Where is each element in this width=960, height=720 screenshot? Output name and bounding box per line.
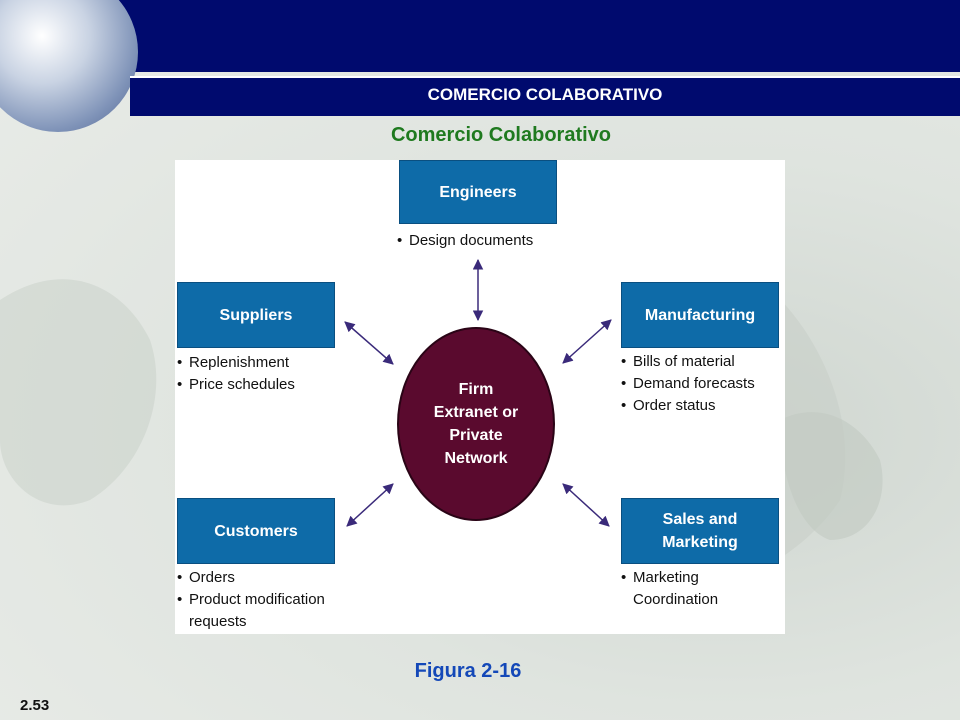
manufacturing-items: Bills of material Demand forecasts Order… — [621, 351, 755, 417]
manufacturing-item: Demand forecasts — [621, 373, 755, 395]
banner-title: COMERCIO COLABORATIVO — [427, 85, 663, 104]
customers-item: Orders — [177, 567, 367, 589]
sales-marketing-box: Sales and Marketing — [621, 498, 779, 564]
suppliers-items: Replenishment Price schedules — [177, 352, 295, 396]
figure-caption: Figura 2-16 — [414, 660, 522, 682]
customers-box: Customers — [177, 498, 335, 564]
engineers-box: Engineers — [399, 160, 557, 224]
customers-item: Product modification requests — [177, 589, 367, 633]
title-banner: COMERCIO COLABORATIVO — [130, 76, 960, 116]
arrow-sales — [562, 483, 610, 527]
firm-extranet-node: Firm Extranet or Private Network — [397, 327, 555, 521]
slide-number: 2.53 — [20, 697, 50, 714]
manufacturing-item: Order status — [621, 395, 755, 417]
manufacturing-box: Manufacturing — [621, 282, 779, 348]
firm-extranet-label: Firm Extranet or Private Network — [433, 381, 519, 467]
engineers-item: Design documents — [397, 230, 533, 252]
suppliers-box: Suppliers — [177, 282, 335, 348]
arrow-manufacturing — [562, 319, 612, 364]
arrow-suppliers — [344, 321, 394, 365]
manufacturing-item: Bills of material — [621, 351, 755, 373]
suppliers-item: Replenishment — [177, 352, 295, 374]
slide-title: Comercio Colaborativo — [390, 124, 612, 146]
sales-marketing-item: Marketing Coordination — [621, 567, 751, 611]
top-banner — [0, 0, 960, 72]
connector-arrows — [344, 258, 612, 527]
customers-items: Orders Product modification requests — [177, 567, 367, 633]
suppliers-item: Price schedules — [177, 374, 295, 396]
engineers-items: Design documents — [397, 230, 533, 252]
arrow-customers — [346, 483, 394, 527]
collaborative-commerce-diagram: Engineers Design documents Suppliers Rep… — [175, 160, 785, 634]
sales-marketing-items: Marketing Coordination — [621, 567, 751, 611]
